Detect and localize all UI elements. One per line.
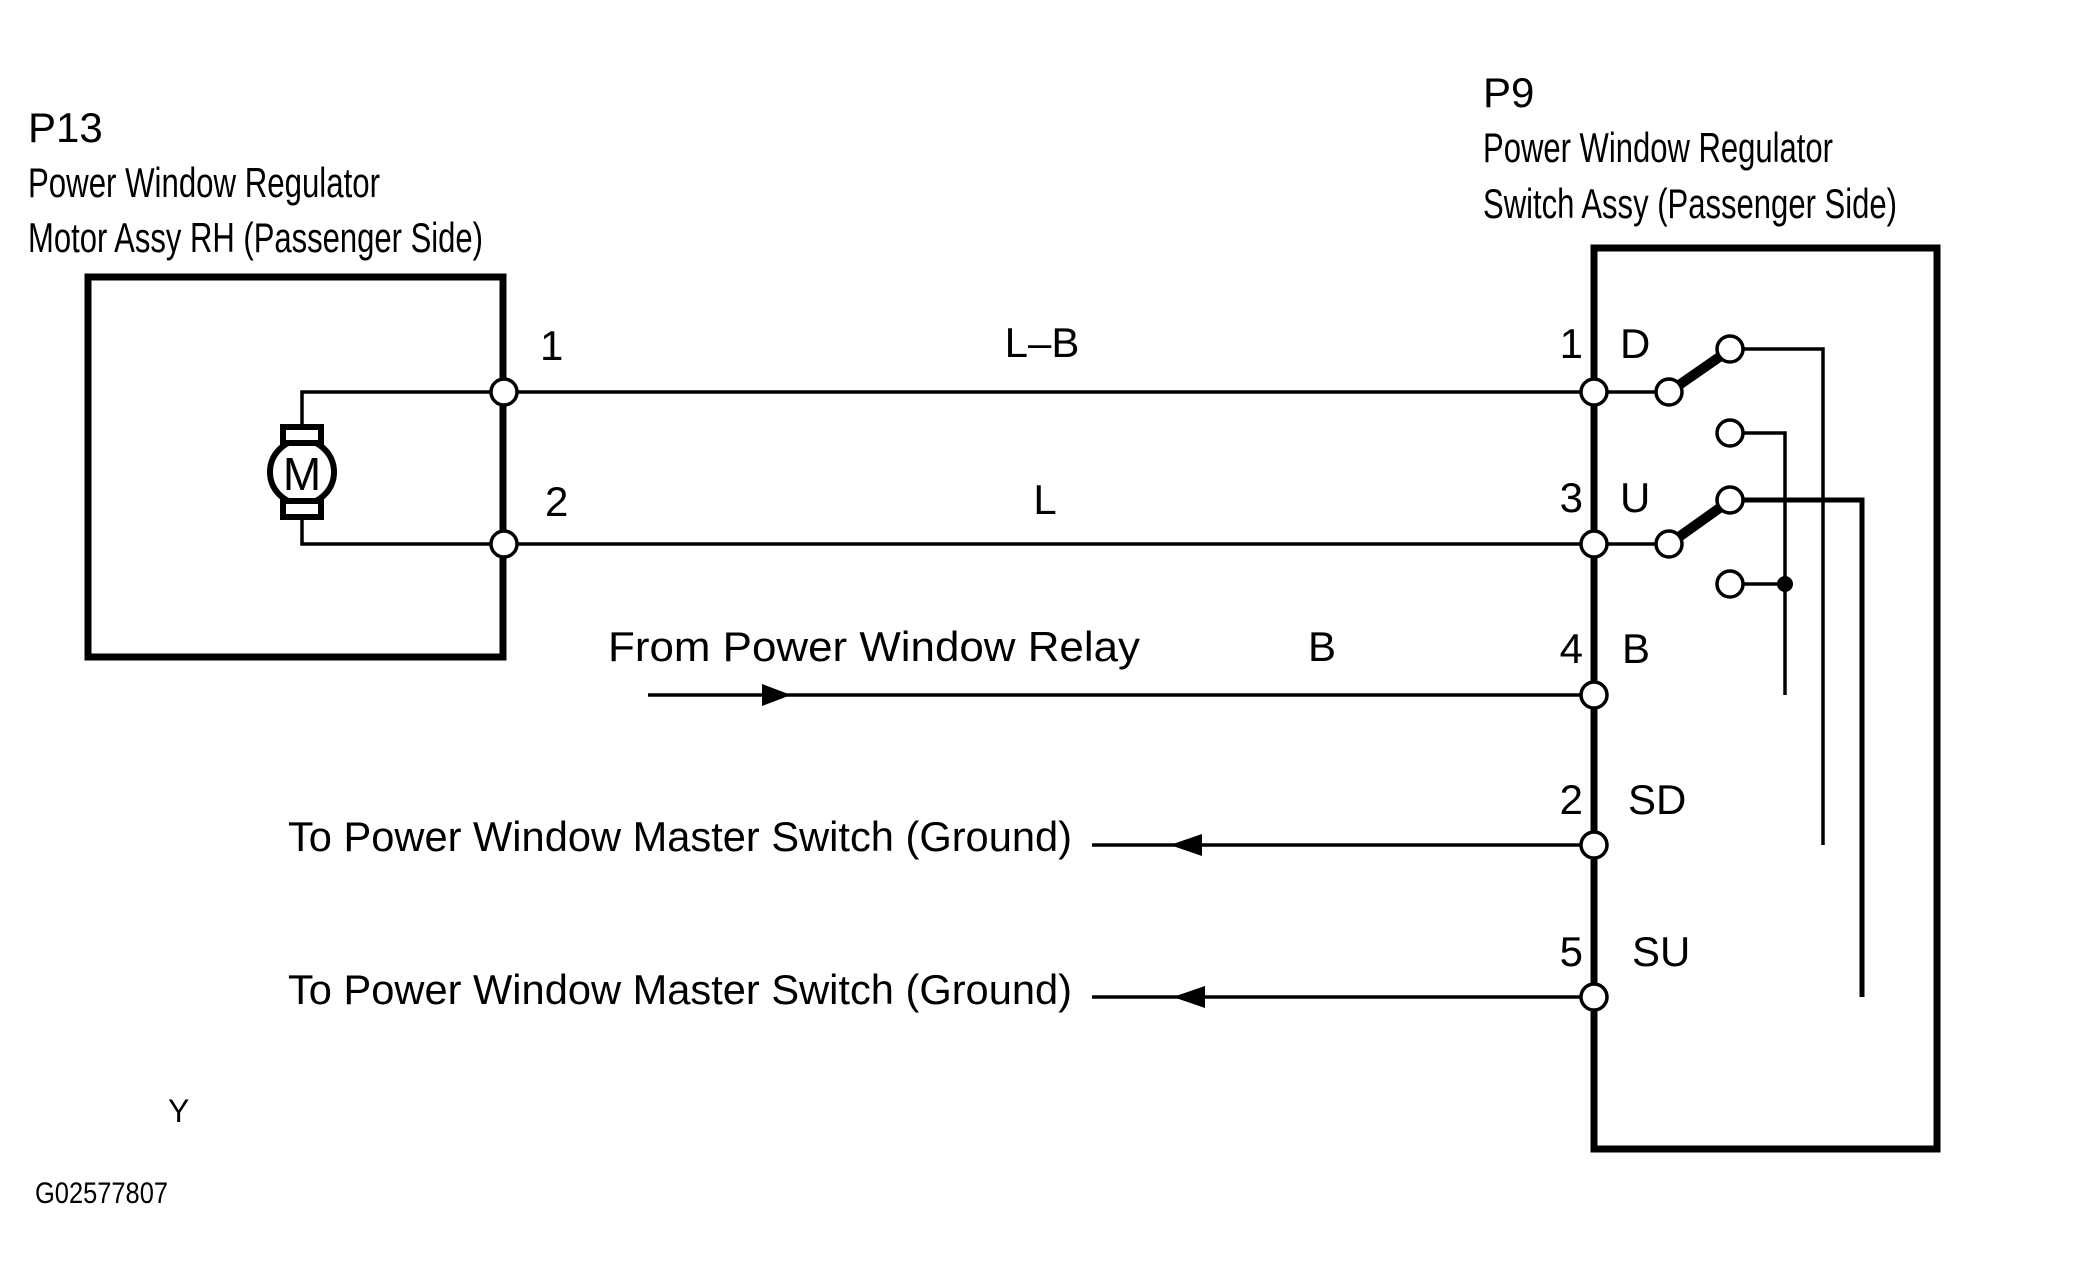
p9-pin-name-d: D bbox=[1620, 320, 1650, 367]
left-connector-title-line2: Motor Assy RH (Passenger Side) bbox=[28, 214, 483, 261]
figure-code: G02577807 bbox=[35, 1177, 168, 1210]
page-marker: Y bbox=[168, 1093, 189, 1129]
right-connector-title-line2: Switch Assy (Passenger Side) bbox=[1483, 180, 1897, 227]
relay-source-label: From Power Window Relay bbox=[608, 623, 1140, 670]
wire2-color-label: L bbox=[1033, 476, 1056, 523]
p9-pin-number-u: 3 bbox=[1560, 474, 1583, 521]
sd-arrowhead-icon bbox=[1170, 834, 1202, 856]
switch-pivot-d bbox=[1654, 377, 1684, 407]
ground2-label: To Power Window Master Switch (Ground) bbox=[288, 966, 1072, 1013]
switch-contact-u bbox=[1715, 485, 1745, 515]
p9-pin-3 bbox=[1579, 529, 1609, 559]
su-arrowhead-icon bbox=[1173, 986, 1205, 1008]
relay-wire-color-label: B bbox=[1308, 623, 1336, 670]
p13-pin2-number: 2 bbox=[545, 478, 568, 525]
wire1-color-label: L–B bbox=[1005, 319, 1080, 366]
right-connector-box bbox=[1590, 244, 1941, 1153]
motor-label: M bbox=[283, 448, 321, 500]
motor-brush-bottom bbox=[280, 498, 324, 520]
wire-pin2-to-switch bbox=[300, 515, 1669, 546]
switch-contact-neutral-1 bbox=[1715, 418, 1745, 448]
p9-pin-number-d: 1 bbox=[1560, 320, 1583, 367]
switch-pivot-u bbox=[1654, 529, 1684, 559]
wire-neutral-to-b bbox=[1730, 431, 1787, 695]
switch-contact-neutral-2 bbox=[1715, 569, 1745, 599]
wire-d-contact-to-sd bbox=[1730, 347, 1825, 845]
right-connector-code: P9 bbox=[1483, 69, 1534, 116]
motor-brush-top bbox=[280, 424, 324, 446]
p9-pin-number-sd: 2 bbox=[1560, 776, 1583, 823]
p13-pin-2 bbox=[489, 529, 519, 559]
wire-u-contact-to-su bbox=[1730, 497, 1865, 997]
right-connector-title-line1: Power Window Regulator bbox=[1483, 124, 1833, 171]
p9-pin-number-su: 5 bbox=[1560, 928, 1583, 975]
p9-pin-5 bbox=[1579, 982, 1609, 1012]
p9-pin-2 bbox=[1579, 830, 1609, 860]
p9-pin-1 bbox=[1579, 377, 1609, 407]
p9-pin-name-su: SU bbox=[1632, 928, 1690, 975]
p9-pin-4 bbox=[1579, 680, 1609, 710]
p9-pin-name-b: B bbox=[1622, 625, 1650, 672]
switch-contact-d bbox=[1715, 334, 1745, 364]
junction-dot bbox=[1777, 576, 1793, 592]
p9-pin-number-b: 4 bbox=[1560, 625, 1583, 672]
left-connector-code: P13 bbox=[28, 104, 103, 151]
left-connector-title-line1: Power Window Regulator bbox=[28, 159, 380, 206]
relay-arrowhead-icon bbox=[762, 684, 791, 706]
p9-pin-name-sd: SD bbox=[1628, 776, 1686, 823]
p13-pin-1 bbox=[489, 377, 519, 407]
p13-pin1-number: 1 bbox=[540, 322, 563, 369]
ground1-label: To Power Window Master Switch (Ground) bbox=[288, 813, 1072, 860]
left-connector-box bbox=[84, 273, 507, 661]
p9-pin-name-u: U bbox=[1620, 474, 1650, 521]
wire-pin1-to-switch bbox=[300, 390, 1669, 429]
